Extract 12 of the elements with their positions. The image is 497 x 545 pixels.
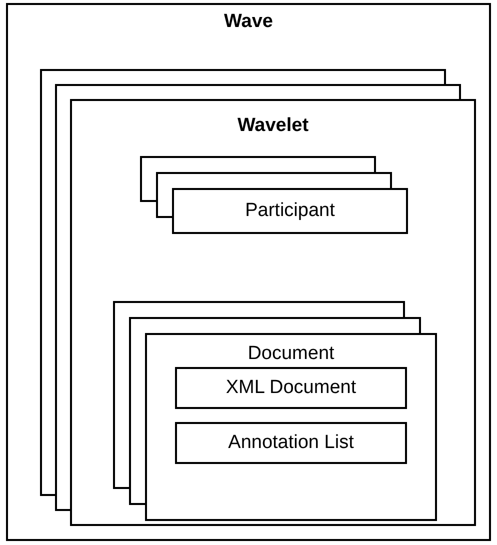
container-box (70, 99, 476, 526)
box-label: Annotation List (228, 432, 354, 454)
container-box (175, 422, 407, 464)
outer-frame (6, 3, 491, 541)
container-box (145, 333, 437, 521)
container-box (175, 367, 407, 409)
box-label: XML Document (226, 377, 356, 399)
box-label: Document (248, 343, 334, 365)
container-box (172, 188, 408, 234)
box-label: Participant (245, 200, 335, 222)
title-label: Wavelet (237, 115, 309, 137)
title-label: Wave (224, 11, 273, 33)
